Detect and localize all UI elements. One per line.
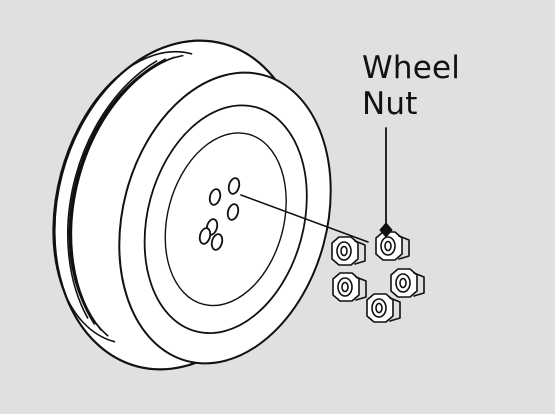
diamond-marker-icon: [379, 222, 393, 238]
lug-nut-icon: [390, 268, 425, 298]
lug-nut-icon: [331, 236, 366, 266]
wheel-hub-icon: [118, 71, 332, 365]
stud-holes: [198, 177, 241, 251]
lug-nut-icon: [366, 293, 401, 323]
lug-nut-icon: [375, 231, 410, 261]
lug-nut-icon: [332, 272, 367, 302]
callout-line-1: Wheel: [362, 50, 461, 86]
leader-line-icon: [240, 194, 369, 243]
wheel-nut-label: Wheel Nut: [362, 50, 460, 122]
callout-line-2: Nut: [362, 86, 418, 122]
